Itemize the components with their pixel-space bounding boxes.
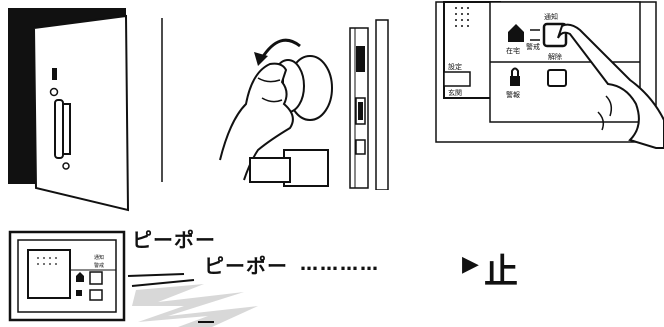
mini-label-alert: 警戒 <box>94 262 104 269</box>
label-doorphone: 玄関 <box>448 88 462 98</box>
arrow-right-icon: ▶ <box>462 252 479 277</box>
label-home: 在宅 <box>506 46 520 56</box>
sound-text-1: ピーポー <box>132 224 216 253</box>
label-notify: 通知 <box>544 12 558 22</box>
door-illustration <box>0 0 150 215</box>
label-release: 解除 <box>548 52 562 62</box>
mini-label-notify: 通知 <box>94 254 104 261</box>
stop-label: 止 <box>484 244 518 293</box>
label-alarm: 警報 <box>506 90 520 100</box>
label-settings: 設定 <box>448 62 462 72</box>
label-alert: 警戒 <box>526 42 540 52</box>
dotted-leader: ………… <box>300 254 380 275</box>
hand-turning-lock-illustration <box>150 0 390 190</box>
control-panel-press-illustration: 通知 警戒 解除 在宅 警報 玄関 設定 <box>430 0 664 150</box>
sound-text-2: ピーポー <box>204 250 288 279</box>
